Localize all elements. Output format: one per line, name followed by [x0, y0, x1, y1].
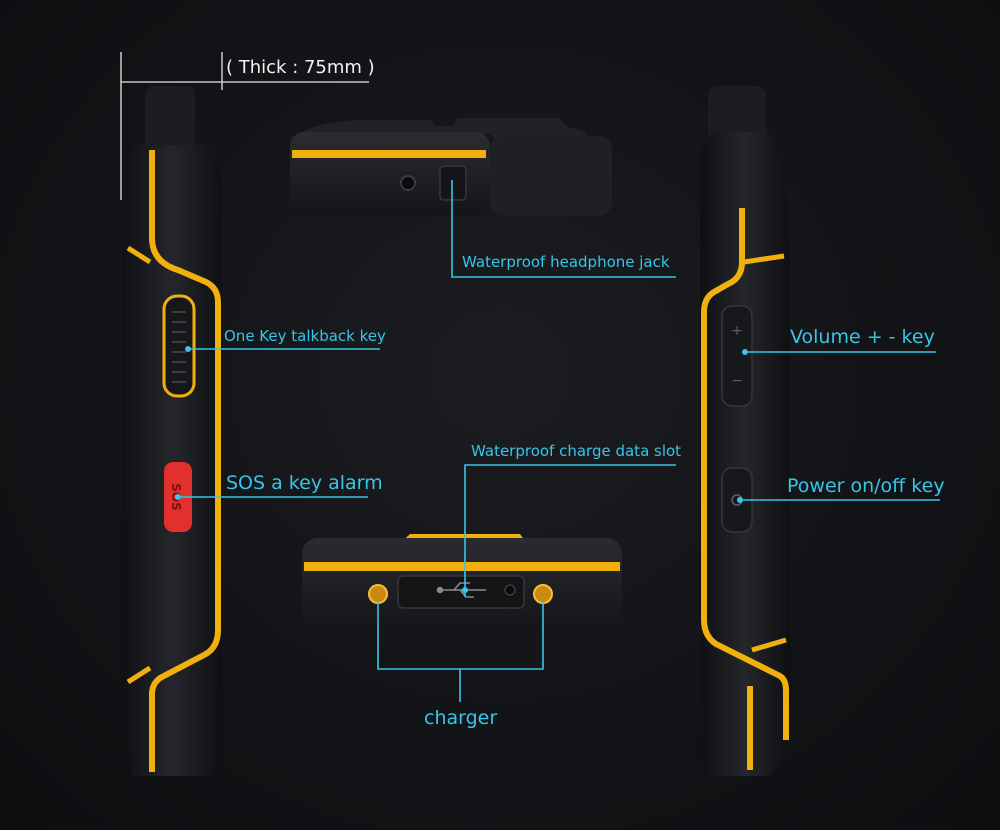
callout-dot-charge-slot: [462, 587, 468, 593]
bottom-yellow-trim: [304, 562, 620, 571]
talkback-key-grip: [172, 311, 186, 383]
left-trim-accent: [126, 245, 152, 685]
talkback-key-label: One Key talkback key: [224, 327, 386, 345]
left-body: [122, 145, 222, 776]
volume-key-label: Volume + - key: [790, 326, 935, 348]
headphone-port: [400, 175, 416, 191]
left-yellow-trim: [149, 150, 221, 772]
thickness-marker: [120, 52, 369, 200]
headphone-jack-label: Waterproof headphone jack: [462, 253, 670, 271]
mic-hole: [504, 584, 516, 596]
callout-dot-power: [737, 497, 743, 503]
top-battery-bump: [490, 136, 612, 216]
callout-dot-talkback: [185, 346, 191, 352]
right-yellow-trim: [701, 208, 789, 740]
phone-right-side-view: + −: [700, 86, 790, 776]
callout-dot-volume: [742, 349, 748, 355]
volume-minus-icon: −: [731, 373, 743, 389]
phone-bottom-view: [302, 534, 622, 628]
headphone-cover: [439, 165, 467, 201]
top-ridge: [300, 118, 590, 140]
volume-key: [721, 305, 753, 407]
charge-slot-label: Waterproof charge data slot: [471, 442, 682, 460]
callout-line-charge-slot: [464, 464, 676, 597]
top-yellow-trim: [292, 150, 486, 158]
charger-label: charger: [424, 707, 498, 729]
volume-plus-icon: +: [731, 323, 743, 339]
charger-pin-left: [368, 584, 388, 604]
phone-top-view: [290, 118, 612, 216]
charger-pin-right: [533, 584, 553, 604]
phone-left-side-view: SOS: [122, 86, 222, 776]
right-trim-accent: [743, 253, 787, 653]
power-key-label: Power on/off key: [787, 475, 945, 497]
sos-alarm-label: SOS a key alarm: [226, 472, 383, 494]
callout-line-headphone: [451, 180, 676, 278]
talkback-key: [162, 294, 196, 398]
right-body: [700, 132, 790, 776]
callout-dot-sos: [175, 494, 181, 500]
thickness-label: ( Thick : 75mm ): [226, 57, 375, 78]
